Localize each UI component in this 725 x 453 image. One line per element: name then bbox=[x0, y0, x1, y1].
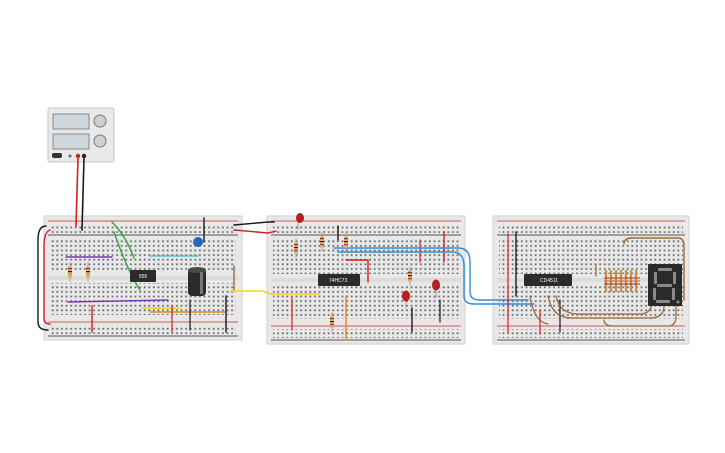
dc-power-supply[interactable] bbox=[47, 107, 115, 163]
resistors bbox=[68, 232, 642, 332]
resistor-r3[interactable] bbox=[294, 238, 298, 258]
decoder-chip[interactable]: CD4511 bbox=[524, 274, 572, 286]
wire-left-power-loop[interactable] bbox=[43, 229, 51, 325]
wire-brown-loop-3[interactable] bbox=[555, 295, 653, 315]
current-knob[interactable] bbox=[93, 134, 107, 148]
timer-chip-label: 555 bbox=[139, 274, 148, 280]
breadboard-middle[interactable] bbox=[266, 215, 466, 345]
electrolytic-capacitor[interactable] bbox=[188, 267, 206, 296]
breadboard-left[interactable] bbox=[43, 215, 243, 341]
negative-terminal[interactable] bbox=[81, 153, 87, 159]
resistor-bank[interactable] bbox=[604, 268, 642, 292]
wire-yellow-clock[interactable] bbox=[229, 290, 321, 295]
wire-blue-2[interactable] bbox=[337, 251, 535, 305]
wire-brown-loop-1[interactable] bbox=[623, 237, 685, 301]
wire-supply-positive[interactable] bbox=[75, 157, 79, 227]
positive-terminal[interactable] bbox=[75, 153, 81, 159]
wire-blue-1[interactable] bbox=[333, 247, 529, 301]
wire-power-bridge-2[interactable] bbox=[233, 229, 277, 234]
wire-brown-loop-4[interactable] bbox=[603, 303, 677, 327]
resistor-r1[interactable] bbox=[68, 262, 72, 282]
timer-chip[interactable]: 555 bbox=[130, 270, 156, 282]
resistor-r7[interactable] bbox=[408, 266, 412, 286]
wire-green-1[interactable] bbox=[111, 221, 135, 259]
led-top[interactable] bbox=[296, 213, 304, 230]
counter-chip[interactable]: 74HC73 bbox=[318, 274, 360, 286]
wire-supply-negative[interactable] bbox=[81, 157, 85, 231]
wire-left-ground-loop[interactable] bbox=[37, 225, 49, 331]
resistor-r2[interactable] bbox=[86, 262, 90, 282]
led-mid-2[interactable] bbox=[432, 279, 440, 299]
leds bbox=[296, 213, 440, 308]
wires bbox=[37, 157, 685, 341]
ceramic-capacitor[interactable] bbox=[193, 237, 203, 247]
led-mid-1[interactable] bbox=[402, 290, 410, 309]
seven-segment-display[interactable] bbox=[648, 264, 682, 306]
wire-purple-bottom[interactable] bbox=[67, 299, 169, 303]
counter-chip-label: 74HC73 bbox=[329, 278, 348, 284]
resistor-r6[interactable] bbox=[330, 312, 334, 332]
voltage-knob[interactable] bbox=[93, 114, 107, 128]
resistor-r5[interactable] bbox=[344, 232, 348, 252]
wire-power-bridge-1[interactable] bbox=[233, 221, 275, 226]
wire-brown-loop-2[interactable] bbox=[547, 295, 665, 319]
resistor-r4[interactable] bbox=[320, 232, 324, 252]
wire-brown-loop-5[interactable] bbox=[529, 295, 549, 325]
decoder-chip-label: CD4511 bbox=[540, 278, 558, 284]
wire-red-mid-1[interactable] bbox=[345, 259, 369, 283]
wire-green-2[interactable] bbox=[113, 231, 141, 291]
